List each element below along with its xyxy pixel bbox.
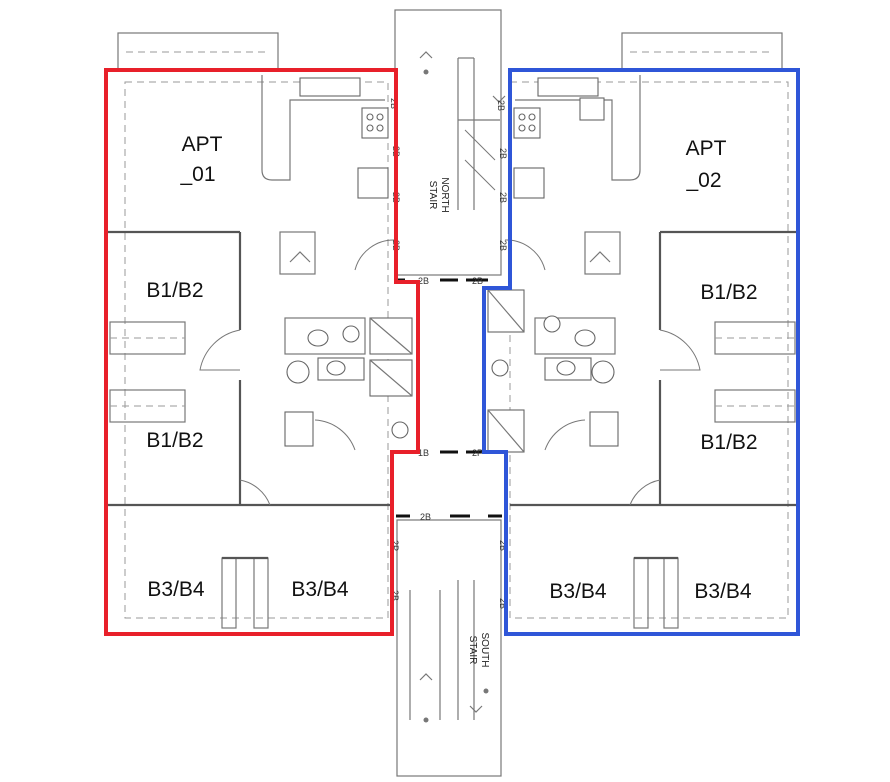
apt2-bedroom-b1b2-bottom: B1/B2 — [700, 431, 757, 454]
apt2-outline — [482, 68, 800, 636]
apt1-bedroom-b1b2-bottom: B1/B2 — [146, 429, 203, 452]
mark-2b-south: 2B — [420, 512, 431, 522]
mark-2b-south-east-low: 2B — [498, 598, 508, 609]
apt1-interior — [108, 75, 413, 629]
apt2-label-line1: APT — [686, 137, 727, 160]
apt2-bedroom-b3b4-left: B3/B4 — [549, 580, 607, 603]
north-stair-label-line1: NORTH — [439, 177, 450, 212]
apt2-bedroom-b3b4-right: B3/B4 — [694, 580, 752, 603]
mark-2b-east-bottom: 2B — [498, 240, 508, 251]
apt1-label-line1: APT — [182, 133, 223, 156]
mark-2b-east-top: 2B — [496, 100, 506, 111]
mark-2b-east-low: 2B — [498, 192, 508, 203]
mark-2b-east-mid: 2B — [498, 148, 508, 159]
apt2-bedroom-b1b2-top: B1/B2 — [700, 281, 757, 304]
apt1-bedroom-b3b4-right: B3/B4 — [291, 578, 349, 601]
balcony-apt1 — [117, 32, 279, 70]
mark-2b-north-right: 2B — [472, 276, 483, 286]
north-stair-label: NORTH STAIR — [427, 177, 450, 212]
south-stair-label: SOUTH STAIR — [467, 633, 490, 668]
mark-2b-north-left: 2B — [418, 276, 429, 286]
north-stair-corridor — [394, 9, 506, 276]
apt2-label-line2: _02 — [685, 169, 721, 192]
apt1-bedroom-b1b2-top: B1/B2 — [146, 279, 203, 302]
south-stair-corridor — [396, 519, 502, 777]
mark-2b-south-west: 2B — [390, 590, 400, 601]
apt2-interior — [487, 75, 798, 629]
south-stair-label-line2: STAIR — [467, 636, 478, 665]
mark-2b-south-east: 2B — [498, 540, 508, 551]
apt1-bedroom-b3b4-left: B3/B4 — [147, 578, 205, 601]
south-stair-label-line1: SOUTH — [479, 633, 490, 668]
mark-1b-left: 1B — [418, 448, 429, 458]
north-stair-label-line2: STAIR — [427, 181, 438, 210]
apt1-outline — [104, 68, 420, 636]
apt1-label-line2: _01 — [179, 163, 215, 186]
balcony-apt2 — [621, 32, 783, 70]
mark-2p-south-west: 2P — [390, 540, 400, 551]
mark-p-right: 2P — [472, 448, 483, 458]
